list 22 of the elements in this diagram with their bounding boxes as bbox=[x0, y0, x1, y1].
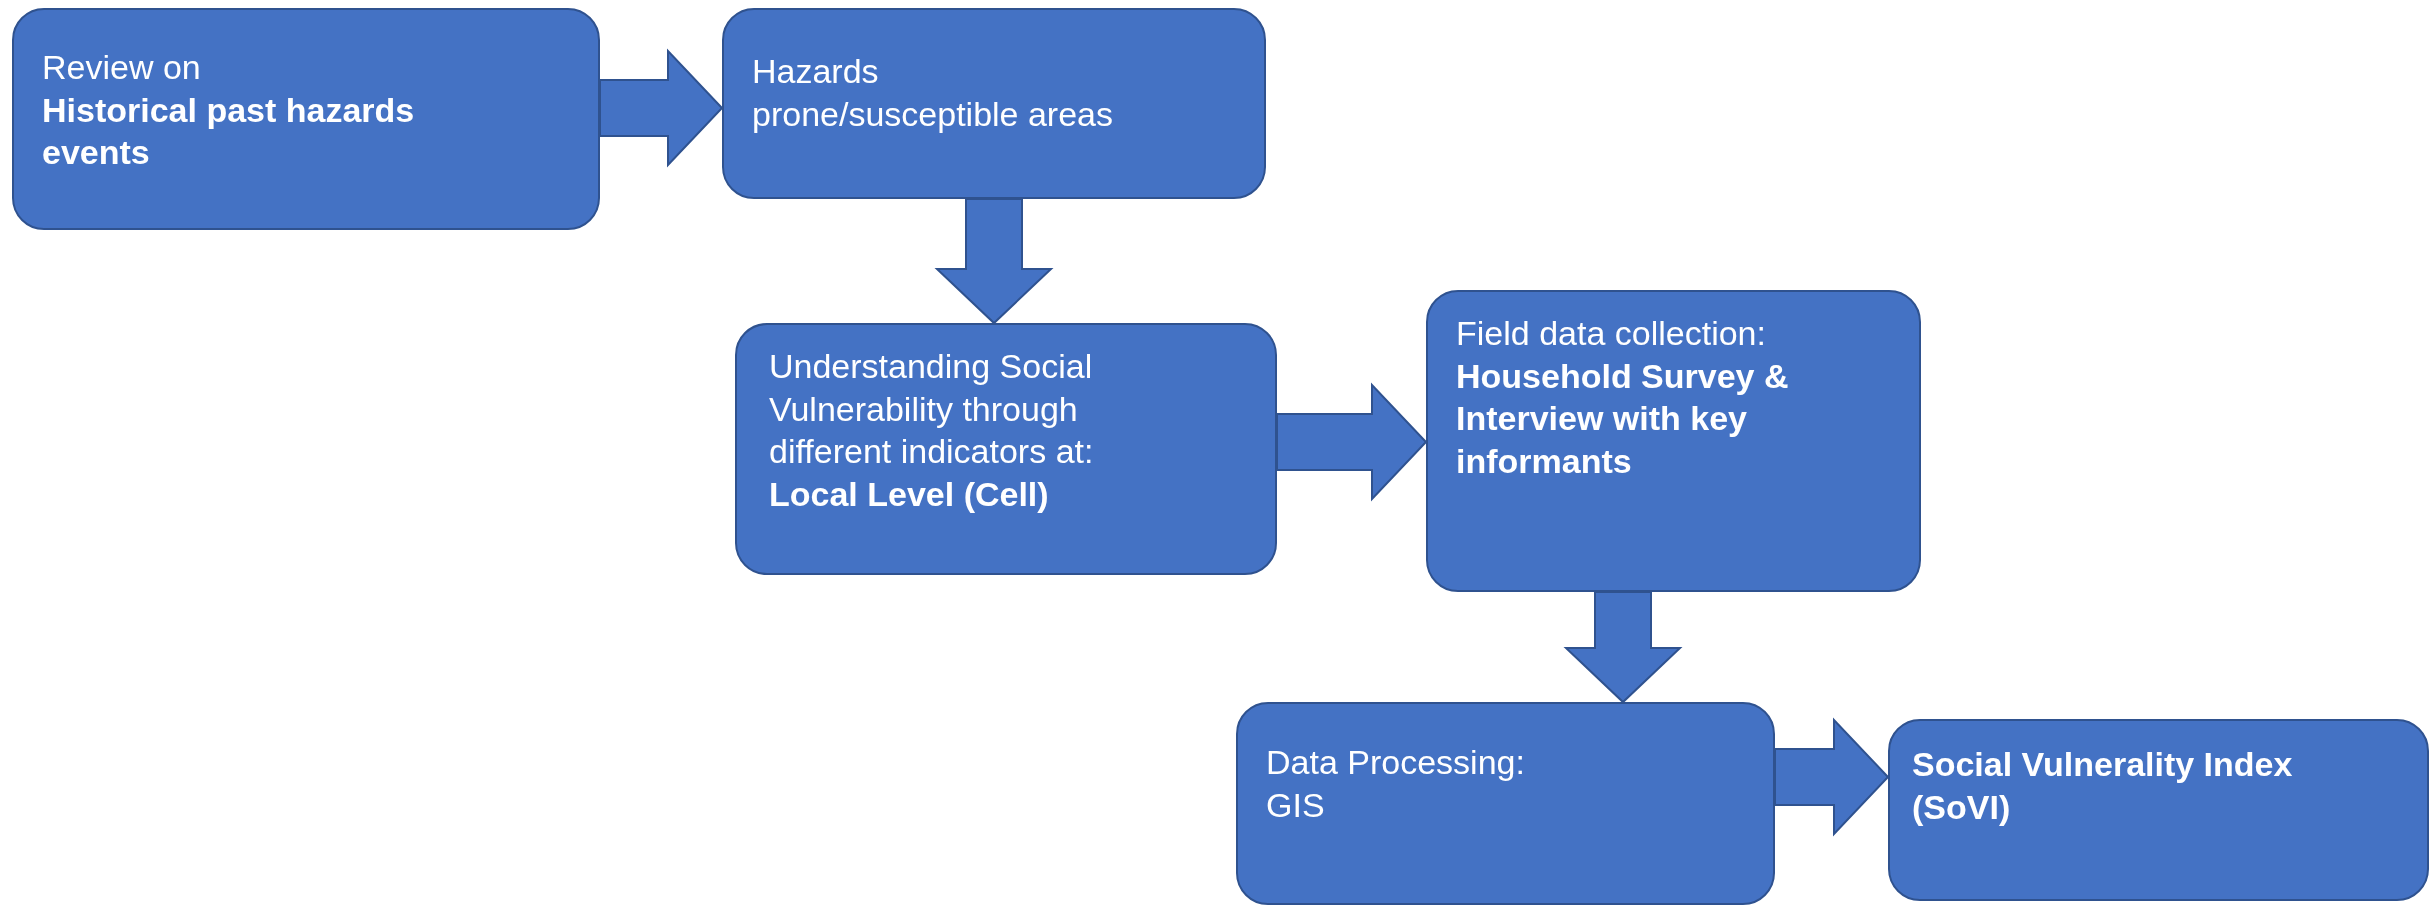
block-arrow bbox=[599, 48, 724, 168]
process-box bbox=[722, 8, 1266, 199]
process-box bbox=[1426, 290, 1921, 592]
box-text: Hazards bbox=[752, 51, 880, 92]
block-arrow bbox=[1563, 591, 1683, 704]
box-text: Local Level (Cell) bbox=[769, 473, 1050, 515]
process-box bbox=[1888, 719, 2429, 901]
box-text: Understanding Social Vulnerability through different indicators at: bbox=[769, 346, 1095, 472]
process-box bbox=[735, 323, 1277, 575]
process-box bbox=[1236, 702, 1775, 905]
process-box bbox=[12, 8, 600, 230]
block-arrow bbox=[1276, 382, 1428, 502]
box-text: GIS bbox=[1266, 784, 1326, 826]
box-text: Social Vulnerality Index (SoVI) bbox=[1912, 744, 2294, 828]
box-text: Data Processing: bbox=[1266, 742, 1526, 783]
box-text: Field data collection: bbox=[1456, 313, 1767, 354]
box-text: Review on bbox=[42, 47, 202, 88]
block-arrow bbox=[934, 198, 1054, 325]
block-arrow bbox=[1774, 717, 1890, 837]
box-text: prone/susceptible areas bbox=[752, 93, 1114, 135]
box-text: Historical past hazards events bbox=[42, 89, 416, 173]
box-text: Household Survey & Interview with key informants bbox=[1456, 355, 1790, 482]
